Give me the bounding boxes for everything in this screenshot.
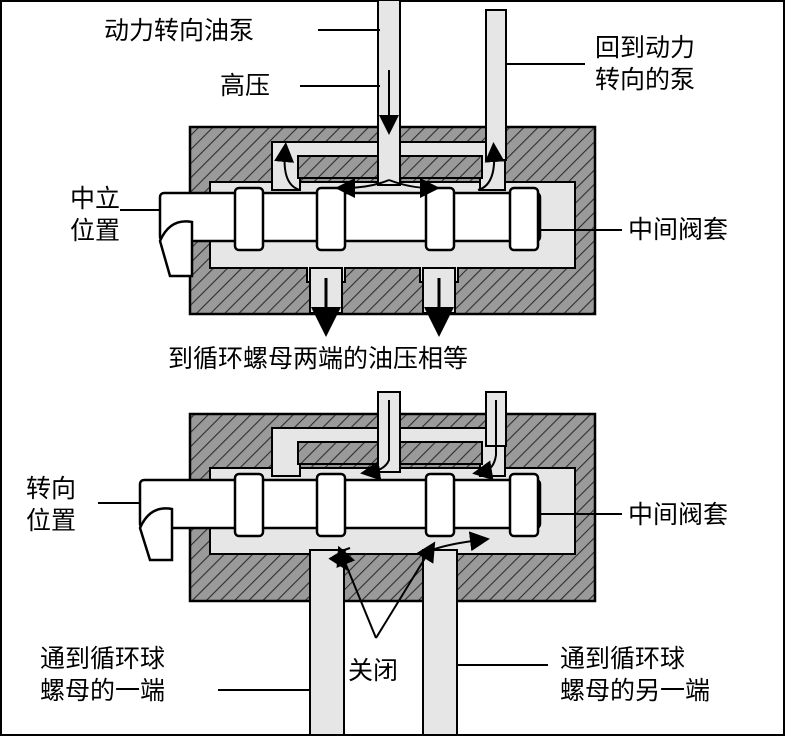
top-return-pipe <box>485 9 507 161</box>
label-closed: 关闭 <box>348 656 399 685</box>
label-neutral-1: 中立 <box>70 184 121 213</box>
top-valve <box>120 0 622 337</box>
label-other-end-1: 通到循环球 <box>560 644 686 673</box>
top-spool-hook <box>158 220 194 278</box>
top-spool-rod <box>158 191 542 243</box>
label-equal-pressure: 到循环螺母两端的油压相等 <box>168 344 469 373</box>
label-nut-end-1: 通到循环球 <box>40 644 166 673</box>
label-return-pump-1: 回到动力 <box>595 33 696 62</box>
label-neutral-2: 位置 <box>70 216 121 245</box>
label-sleeve-bottom: 中间阀套 <box>628 500 729 529</box>
bottom-valve <box>98 391 622 736</box>
top-flow-arrow-left <box>335 177 390 198</box>
closed-pointer-right <box>375 541 436 639</box>
label-pump-supply: 动力转向油泵 <box>104 16 255 45</box>
top-land-2 <box>315 186 347 252</box>
label-sleeve-top: 中间阀套 <box>628 215 729 244</box>
bottom-spool-hook <box>138 507 174 562</box>
bottom-land-1 <box>233 472 265 538</box>
label-other-end-2: 螺母的另一端 <box>560 676 711 705</box>
bottom-land-4 <box>508 472 540 538</box>
bottom-outlet-left <box>309 549 345 736</box>
bottom-outlet-right <box>422 549 458 736</box>
bottom-flow-arrow-return <box>472 400 497 481</box>
bottom-land-2 <box>315 472 347 538</box>
bottom-flow-arrow-inlet <box>360 400 390 481</box>
top-land-4 <box>508 186 540 252</box>
label-high-pressure: 高压 <box>220 71 271 100</box>
top-flow-arrow-up-left <box>274 142 301 191</box>
closed-pointer-left <box>336 545 377 639</box>
top-flow-arrow-up-right <box>477 142 505 191</box>
label-steer-2: 位置 <box>26 506 77 535</box>
label-nut-end-2: 螺母的一端 <box>40 676 166 705</box>
label-return-pump-2: 转向的泵 <box>595 65 696 94</box>
bottom-land-3 <box>424 472 456 538</box>
label-steer-1: 转向 <box>26 474 77 503</box>
top-land-1 <box>233 186 265 252</box>
top-flow-arrow-right <box>388 177 440 198</box>
top-land-3 <box>424 186 456 252</box>
